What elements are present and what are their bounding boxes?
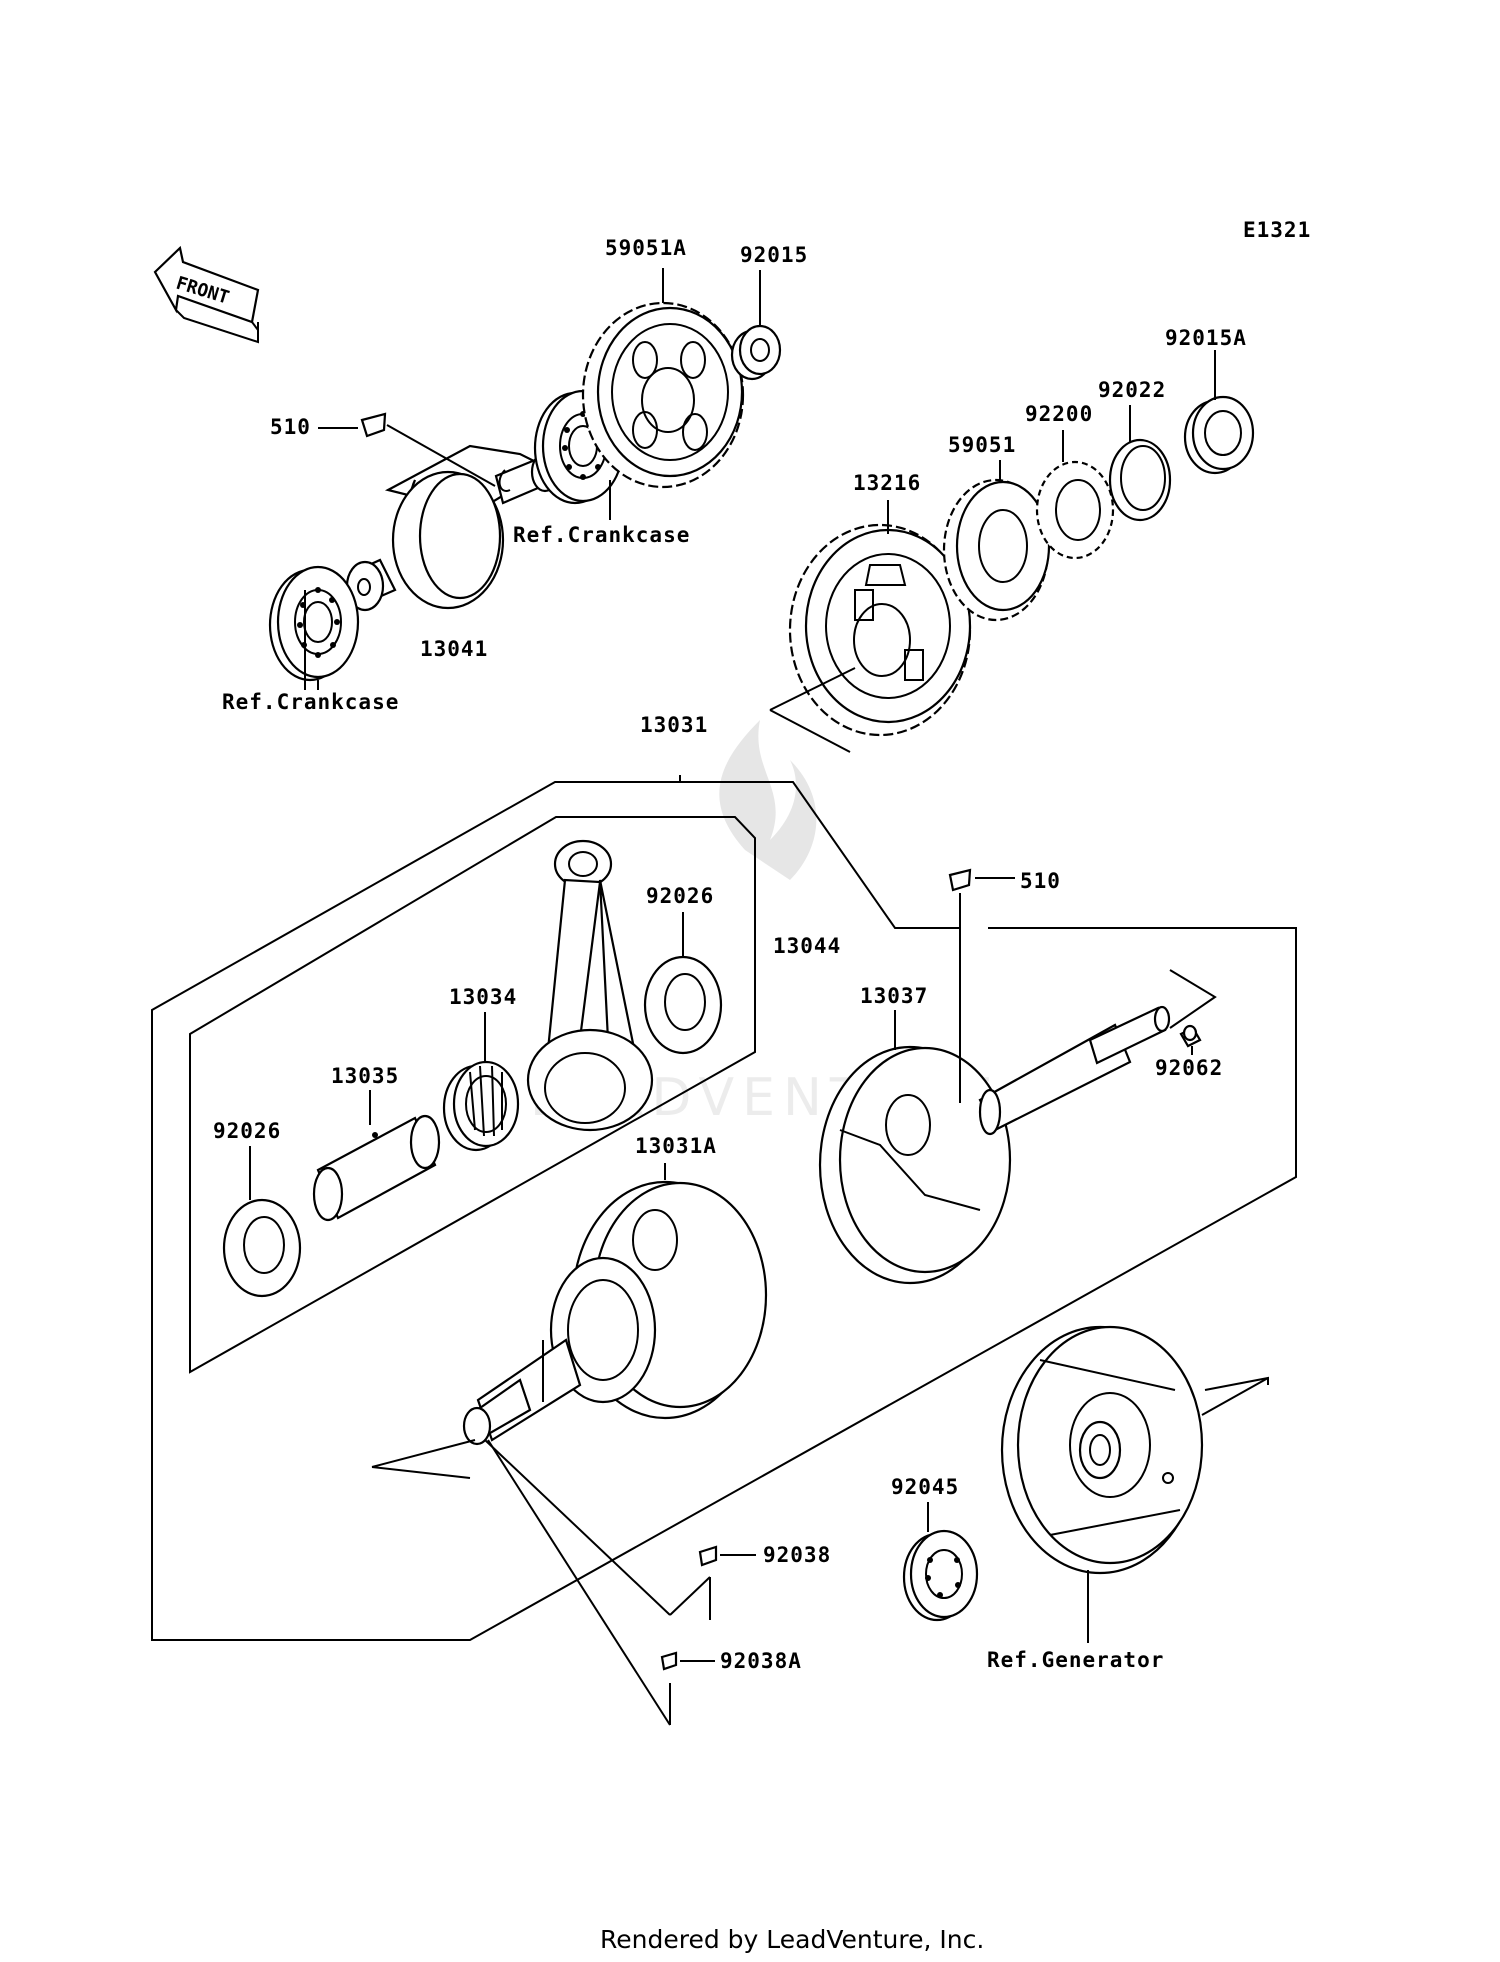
- callout-13044[interactable]: 13044: [773, 934, 841, 958]
- lock-washer-92200: [1035, 460, 1115, 560]
- callout-92062[interactable]: 92062: [1155, 1056, 1223, 1080]
- callout-92026-top[interactable]: 92026: [646, 884, 714, 908]
- callout-92026-left[interactable]: 92026: [213, 1119, 281, 1143]
- crank-half-13037: [818, 1005, 1171, 1285]
- callout-510-top[interactable]: 510: [270, 415, 311, 439]
- connecting-rod: [526, 839, 654, 1132]
- callout-ref-generator[interactable]: Ref.Generator: [987, 1648, 1164, 1672]
- callout-13031A[interactable]: 13031A: [635, 1134, 717, 1158]
- frame-13031: [151, 775, 1297, 1641]
- gear-13216: [788, 523, 972, 737]
- callout-510-mid[interactable]: 510: [1020, 869, 1061, 893]
- key-92038A: [660, 1651, 678, 1671]
- callout-92015[interactable]: 92015: [740, 243, 808, 267]
- washer-92026-top: [643, 955, 723, 1055]
- callout-92022[interactable]: 92022: [1098, 378, 1166, 402]
- nut-92015A: [1183, 395, 1255, 475]
- plug-92062: [1179, 1024, 1202, 1048]
- needle-bearing-13034: [442, 1060, 520, 1152]
- callout-92045[interactable]: 92045: [891, 1475, 959, 1499]
- generator-rotor-ref: [1000, 1325, 1204, 1575]
- washer-92022: [1108, 438, 1172, 522]
- gear-59051: [942, 478, 1051, 622]
- callout-13034[interactable]: 13034: [449, 985, 517, 1009]
- callout-13037[interactable]: 13037: [860, 984, 928, 1008]
- bearing-left-ref-crankcase: [268, 565, 360, 682]
- callout-92038[interactable]: 92038: [763, 1543, 831, 1567]
- callout-92015A[interactable]: 92015A: [1165, 326, 1247, 350]
- bearing-92045: [902, 1529, 979, 1622]
- callout-13031[interactable]: 13031: [640, 713, 708, 737]
- footer-credit: Rendered by LeadVenture, Inc.: [600, 1925, 984, 1954]
- callout-59051A[interactable]: 59051A: [605, 236, 687, 260]
- callout-ref-crankcase-top[interactable]: Ref.Crankcase: [513, 523, 690, 547]
- callout-13041[interactable]: 13041: [420, 637, 488, 661]
- gear-59051A: [581, 301, 745, 489]
- washer-92026-left: [222, 1198, 302, 1298]
- woodruff-key-510-top: [360, 412, 387, 438]
- balancer-shaft-13041: [345, 444, 560, 612]
- callout-92038A[interactable]: 92038A: [720, 1649, 802, 1673]
- callout-59051[interactable]: 59051: [948, 433, 1016, 457]
- diagram-id: E1321: [1243, 218, 1311, 242]
- callout-13035[interactable]: 13035: [331, 1064, 399, 1088]
- crank-half-13031A: [462, 1180, 768, 1446]
- woodruff-key-510-mid: [948, 868, 972, 892]
- front-arrow-icon: FRONT: [153, 245, 260, 344]
- key-92038: [698, 1545, 718, 1567]
- callout-92200[interactable]: 92200: [1025, 402, 1093, 426]
- crank-pin-13035: [312, 1114, 441, 1222]
- nut-92015: [730, 324, 782, 381]
- callout-13216[interactable]: 13216: [853, 471, 921, 495]
- callout-ref-crankcase-bottom[interactable]: Ref.Crankcase: [222, 690, 399, 714]
